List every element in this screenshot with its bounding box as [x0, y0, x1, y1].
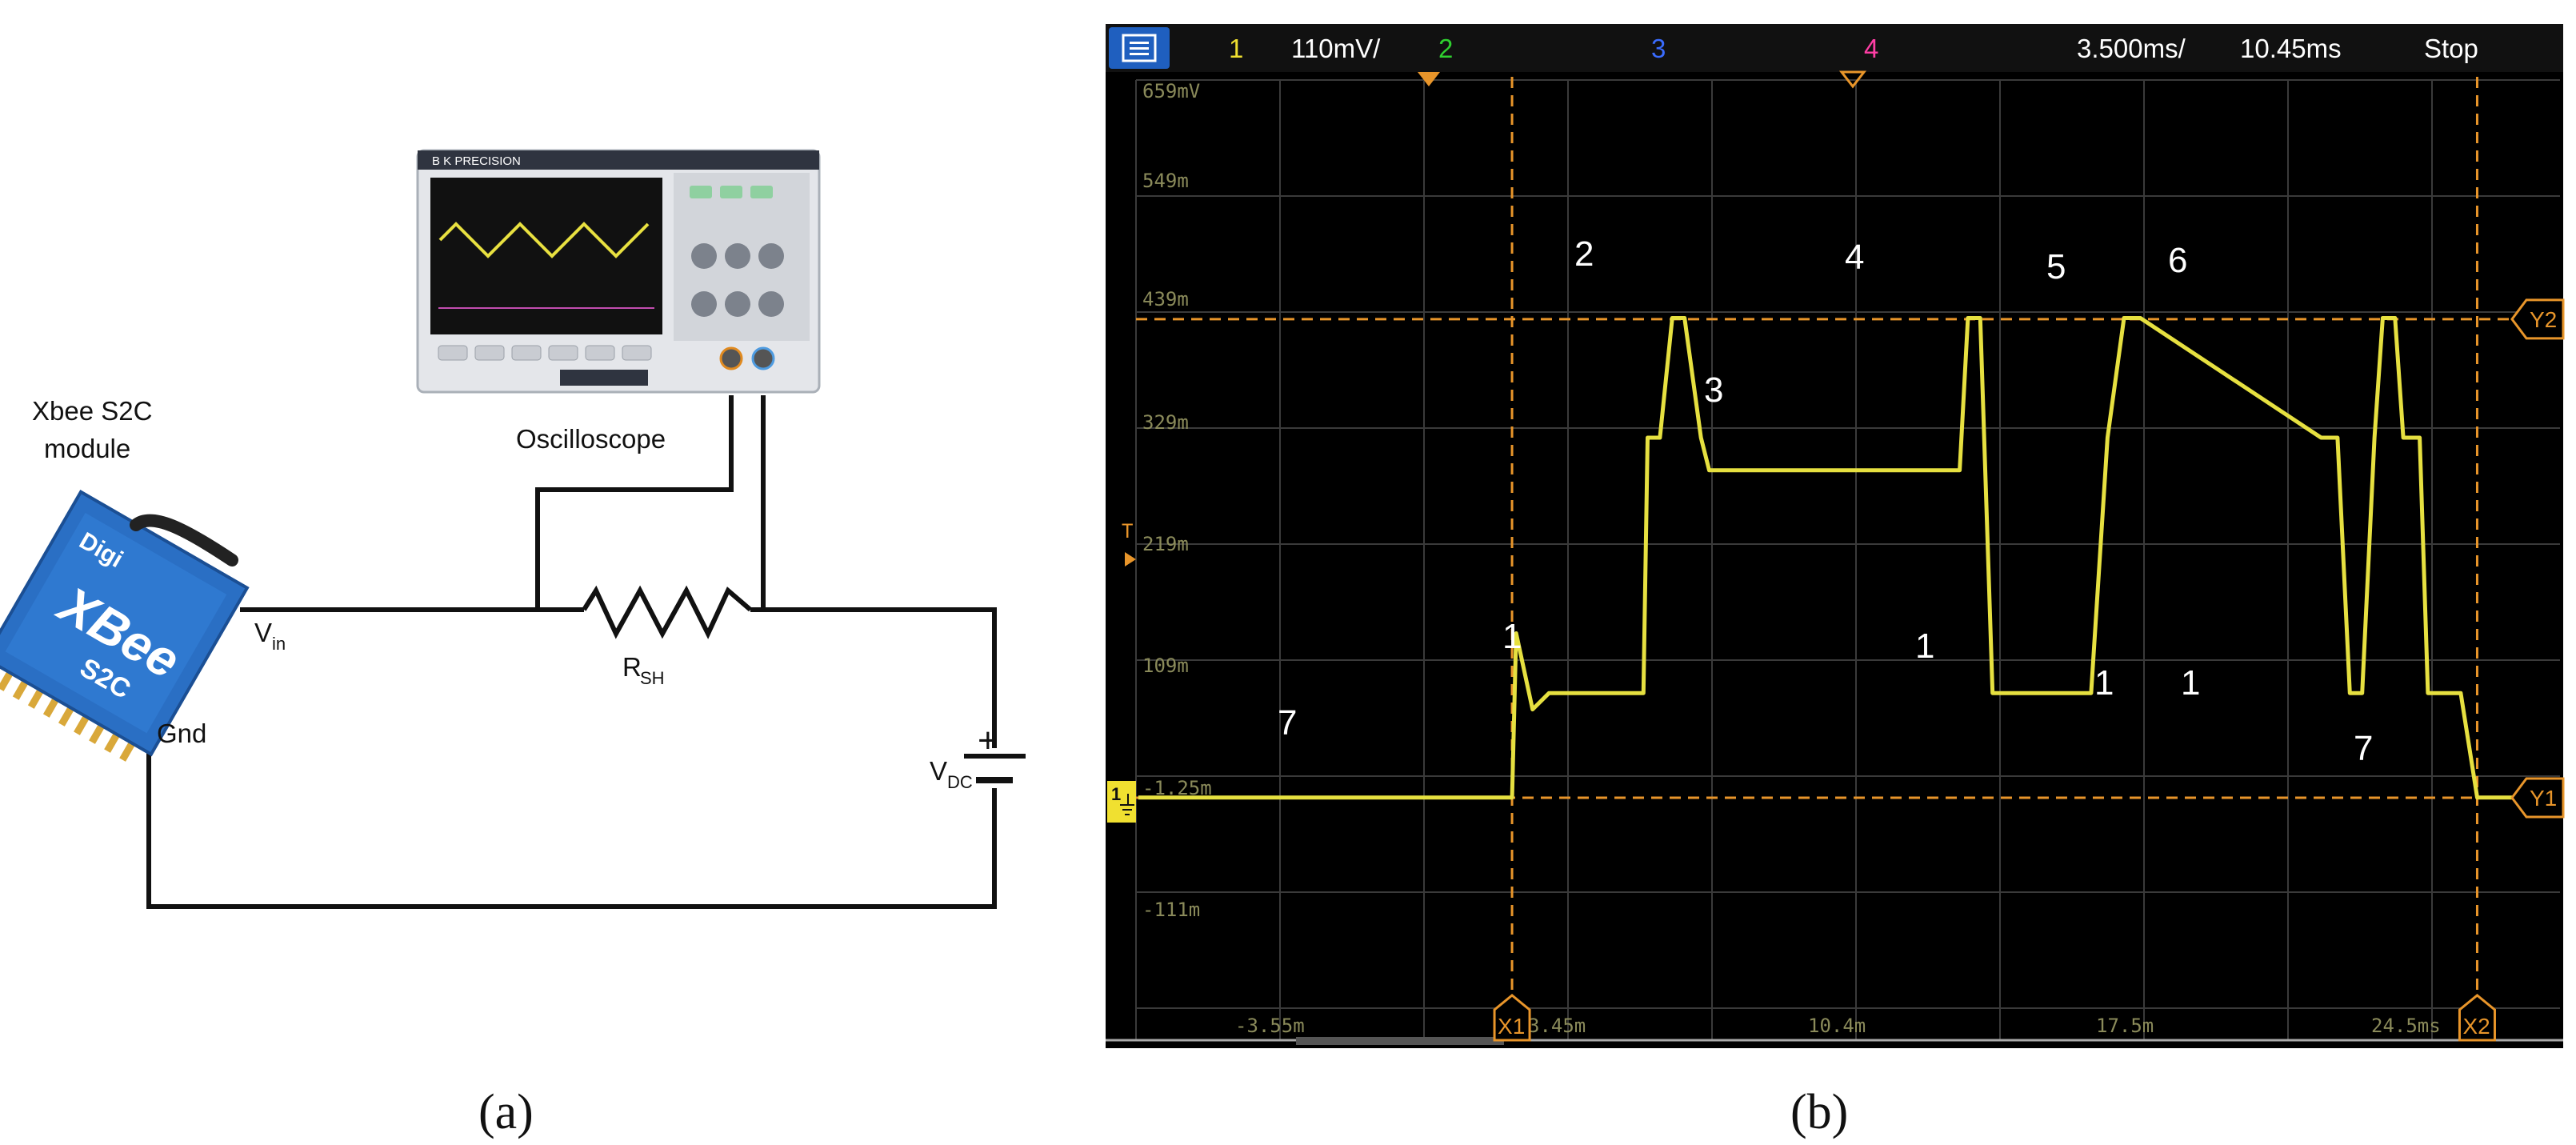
- phase-label: 1: [1502, 617, 1522, 656]
- phase-label: 4: [1845, 238, 1864, 277]
- phase-label: 7: [1278, 703, 1297, 743]
- cursor-x1-tag[interactable]: X1: [1493, 994, 1531, 1042]
- trigger-level-marker: T: [1122, 520, 1133, 542]
- y-tick: -111m: [1142, 899, 1200, 921]
- ground-marker-label: 1: [1111, 784, 1121, 804]
- x-tick: 17.5m: [2096, 1015, 2154, 1037]
- trigger-arrow-icon: [1125, 552, 1136, 566]
- resistor-rsh: [582, 585, 752, 639]
- cursor-x1-label: X1: [1498, 1014, 1525, 1039]
- y-tick: 659mV: [1142, 80, 1200, 102]
- y-tick: 329m: [1142, 411, 1189, 434]
- scope-screen-sine: [438, 222, 650, 258]
- battery-vdc: [964, 754, 1026, 783]
- scope-toolbar: 1 110mV/ 2 3 4 3.500ms/ 10.45ms Stop: [1106, 24, 2563, 72]
- cursor-y2-tag[interactable]: Y2: [2510, 298, 2565, 340]
- vdc-label: V: [930, 756, 947, 786]
- wire-battery-bottom: [146, 722, 997, 909]
- cursor-x2-tag[interactable]: X2: [2458, 994, 2496, 1042]
- panel-a: + XBee S2C Digi B: [0, 149, 1026, 1139]
- phase-label: 1: [2094, 663, 2114, 703]
- rsh-sub: SH: [640, 668, 665, 688]
- scope-probe-ch2: [751, 346, 775, 370]
- phase-label: 1: [1915, 627, 1934, 666]
- cursor-y1-tag[interactable]: Y1: [2510, 777, 2565, 819]
- timebase: 3.500ms/: [2077, 34, 2186, 63]
- phase-label: 7: [2354, 729, 2373, 768]
- x-tick: -3.55m: [1235, 1015, 1305, 1037]
- x-tick: 10.4m: [1808, 1015, 1866, 1037]
- wire-right: [750, 607, 997, 748]
- ground-marker: [1107, 781, 1136, 823]
- x-axis-ticks: -3.55m 3.45m 10.4m 17.5m 24.5ms: [1235, 1015, 2441, 1037]
- oscilloscope-label: Oscilloscope: [516, 424, 666, 454]
- y-tick: 219m: [1142, 533, 1189, 555]
- xbee-antenna-icon: [130, 514, 238, 566]
- y-tick: 439m: [1142, 288, 1189, 310]
- y-axis-ticks: 659mV 549m 439m 329m 219m 109m -1.25m -1…: [1142, 80, 1212, 921]
- phase-label: 6: [2168, 241, 2187, 280]
- cursor-y2-label: Y2: [2530, 307, 2557, 332]
- module-title-line1: Xbee S2C: [32, 396, 152, 426]
- y-tick: 109m: [1142, 655, 1189, 677]
- vdc-sub: DC: [947, 772, 973, 792]
- scope-brand: B K PRECISION: [432, 154, 521, 168]
- phase-label: 2: [1574, 234, 1594, 274]
- gnd-label: Gnd: [157, 719, 206, 748]
- phase-label: 3: [1704, 370, 1723, 410]
- menu-icon: [1122, 34, 1157, 62]
- waveform-trace: [1138, 316, 2560, 800]
- ch1-button[interactable]: 1: [1229, 34, 1243, 63]
- caption-a: (a): [478, 1085, 534, 1139]
- ch2-button[interactable]: 2: [1438, 34, 1453, 63]
- module-title-line2: module: [44, 434, 130, 463]
- phase-labels: 7 1 2 3 4 1 5 6 1 1 7: [1278, 234, 2373, 768]
- vin-sub: in: [272, 634, 286, 654]
- run-state[interactable]: Stop: [2424, 34, 2478, 63]
- phase-label: 1: [2181, 663, 2200, 703]
- vin-label: V: [254, 618, 272, 647]
- scope-screen: [1106, 24, 2563, 1048]
- battery-plus: +: [978, 721, 998, 760]
- ch3-button[interactable]: 3: [1651, 34, 1666, 63]
- x-tick: 3.45m: [1528, 1015, 1586, 1037]
- delay-marker-icon: [1838, 70, 1867, 89]
- cursor-y1-label: Y1: [2530, 786, 2557, 811]
- delay: 10.45ms: [2240, 34, 2342, 63]
- xbee-module-image: XBee S2C Digi: [0, 490, 250, 762]
- trigger-marker-icon: [1418, 72, 1440, 86]
- oscilloscope-image: B K PRECISION: [416, 149, 821, 394]
- panel-b: 1 110mV/ 2 3 4 3.500ms/ 10.45ms Stop: [1106, 24, 2565, 1139]
- rsh-label: R: [622, 652, 642, 682]
- wire-scope-left: [535, 395, 734, 610]
- circuit-wires: [146, 395, 997, 909]
- phase-label: 5: [2046, 247, 2066, 286]
- scope-probe-ch1: [719, 346, 743, 370]
- ground-icon: [1120, 794, 1134, 815]
- y-tick: 549m: [1142, 170, 1189, 192]
- x-tick: 24.5ms: [2371, 1015, 2441, 1037]
- caption-b: (b): [1790, 1085, 1848, 1139]
- ch1-scale: 110mV/: [1291, 34, 1381, 63]
- ch4-button[interactable]: 4: [1864, 34, 1878, 63]
- cursor-x2-label: X2: [2462, 1014, 2490, 1039]
